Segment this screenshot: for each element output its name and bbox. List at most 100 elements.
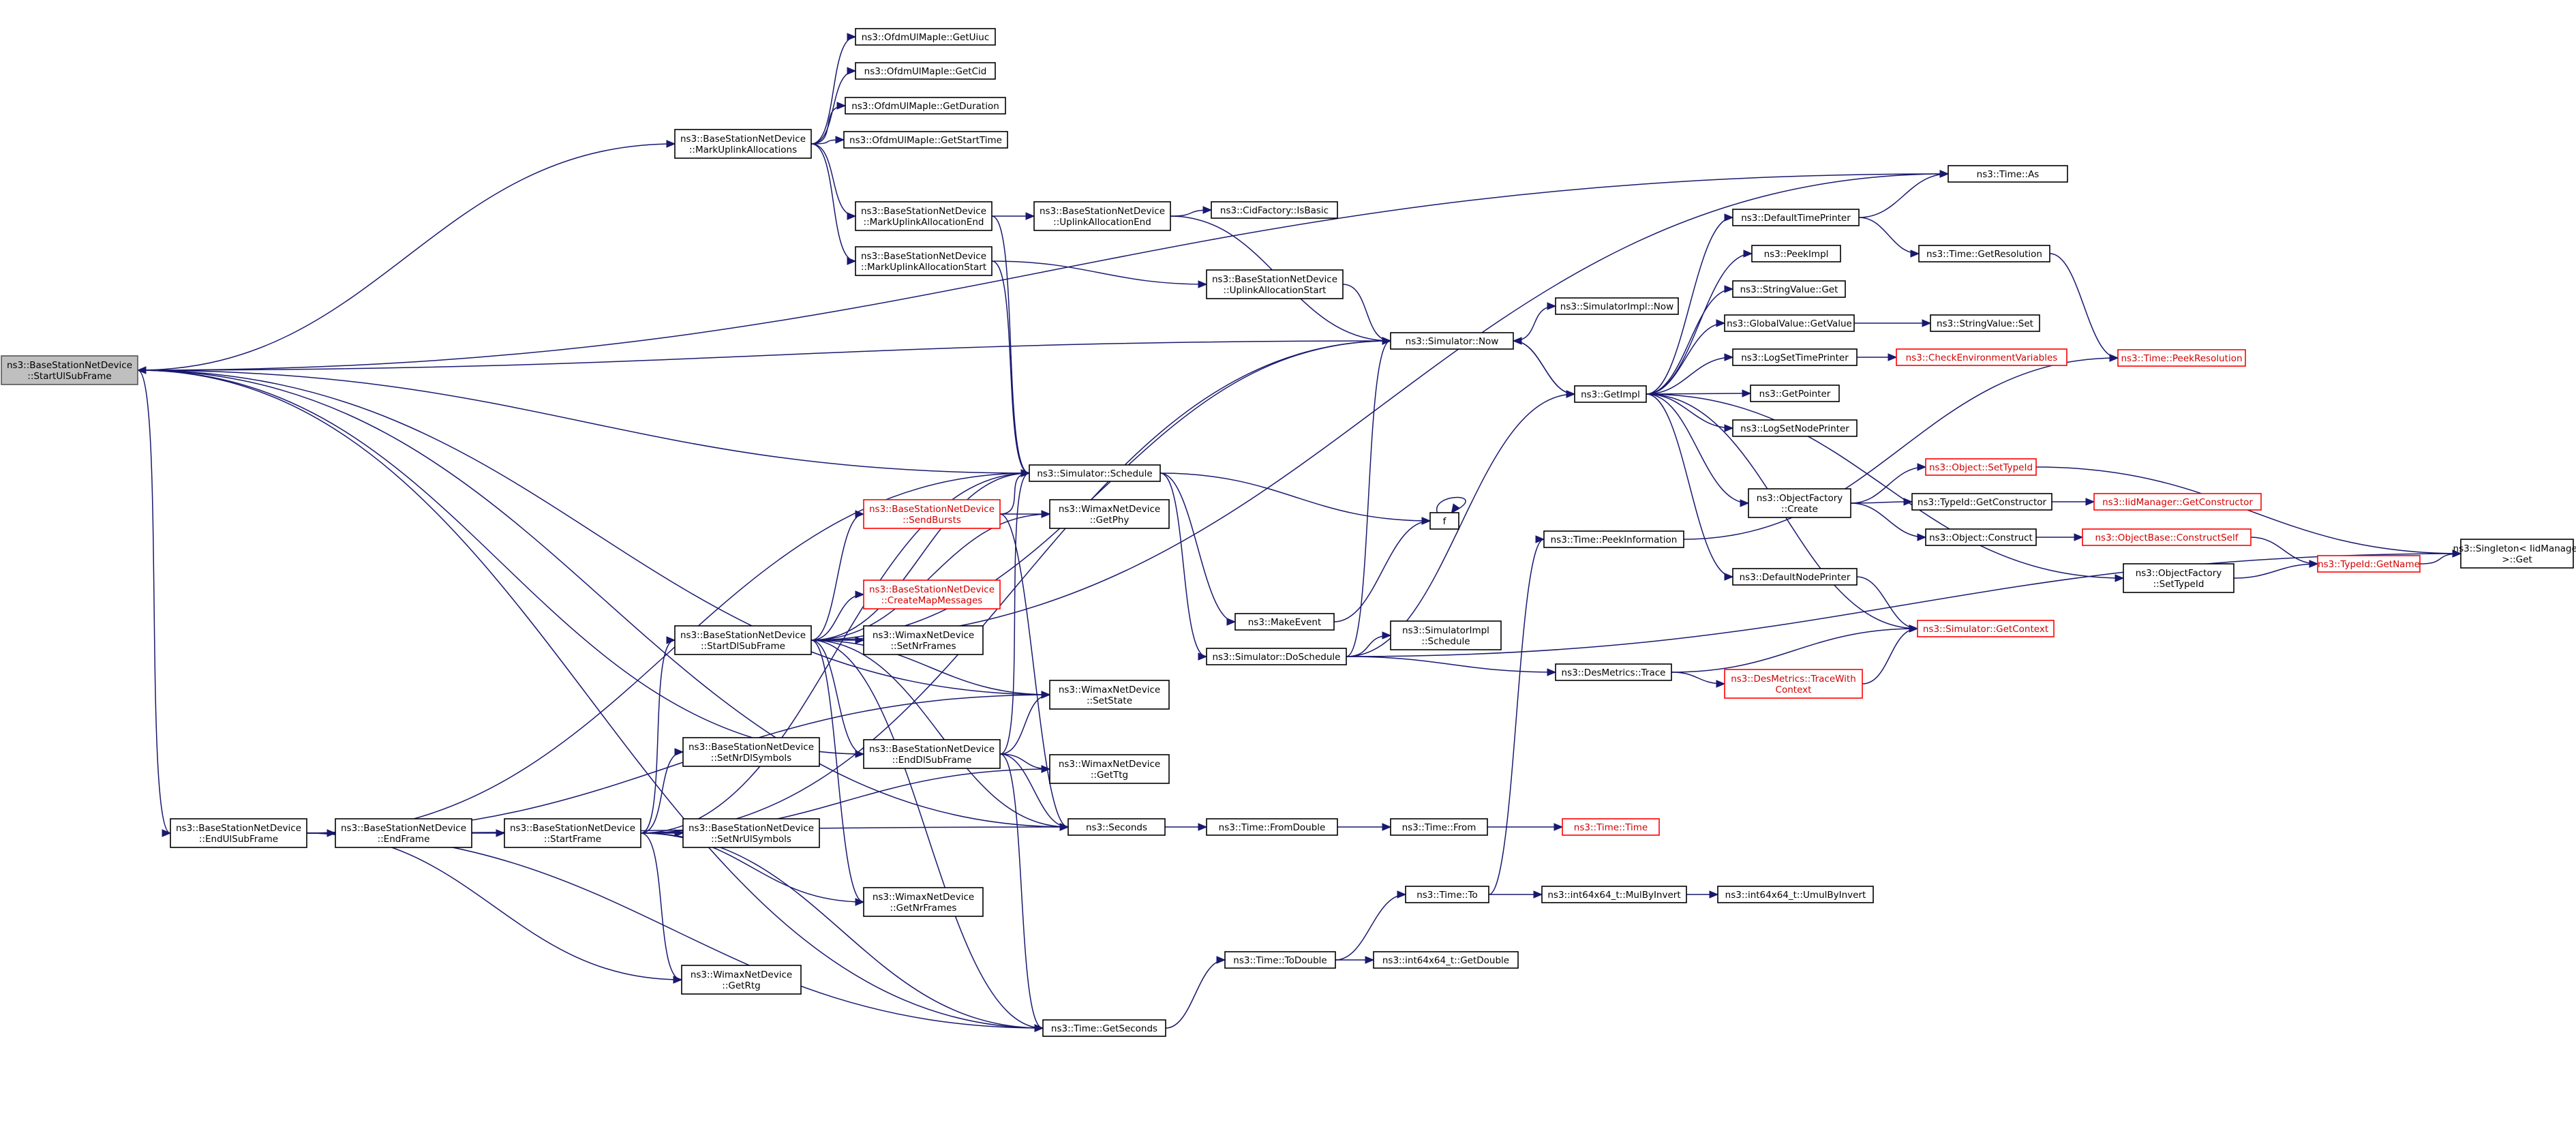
node-mark-ul-start[interactable]: ns3::BaseStationNetDevice::MarkUplinkAll… [855,246,992,276]
node-set-nr-frames[interactable]: ns3::WimaxNetDevice::SetNrFrames [863,625,984,655]
edge-sim-now-to-sim-impl-now [1513,302,1557,342]
node-time-get-res[interactable]: ns3::Time::GetResolution [1918,245,2050,262]
edge-line [137,370,1050,695]
node-get-impl[interactable]: ns3::GetImpl [1574,385,1647,403]
node-get-start-time[interactable]: ns3::OfdmUlMapIe::GetStartTime [843,131,1008,149]
edge-do-schedule-to-sim-impl-sched [1346,631,1392,657]
node-get-rtg[interactable]: ns3::WimaxNetDevice::GetRtg [681,965,802,995]
node-to-double[interactable]: ns3::Time::ToDouble [1224,951,1336,969]
node-seconds[interactable]: ns3::Seconds [1067,818,1166,836]
edge-get-impl-to-log-set-time-printer [1646,353,1734,395]
node-label: ns3::Time::PeekResolution [2121,353,2242,364]
node-sim-get-context[interactable]: ns3::Simulator::GetContext [1917,620,2055,637]
node-end-ul[interactable]: ns3::BaseStationNetDevice::EndUlSubFrame [170,818,307,848]
edge-end-ul-to-get-seconds [306,832,1044,1032]
node-make-event[interactable]: ns3::MakeEvent [1234,613,1335,631]
node-get-pointer[interactable]: ns3::GetPointer [1750,385,1840,402]
arrow-head-icon [1451,503,1460,514]
node-time-to[interactable]: ns3::Time::To [1405,886,1489,903]
arrow-head-icon [162,829,172,837]
node-get-cid[interactable]: ns3::OfdmUlMapIe::GetCid [855,62,996,80]
node-iid-get-ctor[interactable]: ns3::IidManager::GetConstructor [2093,493,2262,511]
node-obj-base-construct-self[interactable]: ns3::ObjectBase::ConstructSelf [2082,528,2252,546]
node-sim-schedule[interactable]: ns3::Simulator::Schedule [1029,464,1161,482]
node-obj-fact-create[interactable]: ns3::ObjectFactory::Create [1748,488,1851,518]
node-singleton-get[interactable]: ns3::Singleton< IidManager>::Get [2453,539,2576,569]
node-def-node-printer[interactable]: ns3::DefaultNodePrinter [1732,568,1858,586]
node-ul-alloc-end[interactable]: ns3::BaseStationNetDevice::UplinkAllocat… [1033,201,1171,231]
node-create-map[interactable]: ns3::BaseStationNetDevice::CreateMapMess… [863,579,1001,609]
node-type-id-get-ctor[interactable]: ns3::TypeId::GetConstructor [1911,493,2052,511]
node-get-nr-frames[interactable]: ns3::WimaxNetDevice::GetNrFrames [863,887,984,917]
node-obj-construct[interactable]: ns3::Object::Construct [1925,528,2037,546]
edge-line [640,832,864,903]
node-label: ::GetRtg [722,980,760,991]
node-check-env[interactable]: ns3::CheckEnvironmentVariables [1896,348,2067,366]
node-time-from[interactable]: ns3::Time::From [1390,818,1488,836]
node-get-phy[interactable]: ns3::WimaxNetDevice::GetPhy [1049,499,1170,529]
node-end-frame[interactable]: ns3::BaseStationNetDevice::EndFrame [335,818,472,848]
node-mark-ul[interactable]: ns3::BaseStationNetDevice::MarkUplinkAll… [674,129,812,159]
node-box [1543,530,1684,548]
node-time-time[interactable]: ns3::Time::Time [1562,818,1660,836]
arrow-head-icon [1202,206,1213,214]
node-sim-now[interactable]: ns3::Simulator::Now [1390,332,1514,350]
arrow-head-icon [2109,354,2119,362]
arrow-head-icon [1512,337,1522,345]
node-box [855,246,992,276]
node-set-nr-ul-sym[interactable]: ns3::BaseStationNetDevice::SetNrUlSymbol… [682,818,820,848]
node-get-double[interactable]: ns3::int64x64_t::GetDouble [1373,951,1519,969]
node-box [1724,669,1863,699]
node-type-id-get-name[interactable]: ns3::TypeId::GetName [2317,555,2421,573]
node-start-frame[interactable]: ns3::BaseStationNetDevice::StartFrame [504,818,641,848]
node-mul-by-invert[interactable]: ns3::int64x64_t::MulByInvert [1541,886,1687,903]
edge-root-to-sim-schedule [137,370,1031,477]
node-ul-alloc-start[interactable]: ns3::BaseStationNetDevice::UplinkAllocat… [1206,269,1344,299]
edge-line [1646,393,1749,504]
node-obj-fact-set-type-id[interactable]: ns3::ObjectFactory::SetTypeId [2123,563,2234,593]
node-mark-ul-end[interactable]: ns3::BaseStationNetDevice::MarkUplinkAll… [855,201,992,231]
node-end-dl[interactable]: ns3::BaseStationNetDevice::EndDlSubFrame [863,739,1001,769]
node-box [855,62,996,80]
node-sim-impl-now[interactable]: ns3::SimulatorImpl::Now [1555,297,1679,315]
edge-time-to-to-mul-by-invert [1489,890,1543,899]
node-root[interactable]: ns3::BaseStationNetDevice::StartUlSubFra… [1,355,138,385]
node-des-trace[interactable]: ns3::DesMetrics::Trace [1555,663,1672,681]
node-get-uiuc[interactable]: ns3::OfdmUlMapIe::GetUiuc [855,28,996,46]
node-global-val-get[interactable]: ns3::GlobalValue::GetValue [1724,314,1855,332]
node-get-duration[interactable]: ns3::OfdmUlMapIe::GetDuration [845,97,1006,115]
node-label: ns3::Time::To [1416,890,1478,901]
node-cid-is-basic[interactable]: ns3::CidFactory::IsBasic [1211,201,1338,219]
node-set-state[interactable]: ns3::WimaxNetDevice::SetState [1049,680,1170,710]
node-str-val-set[interactable]: ns3::StringValue::Set [1930,314,2040,332]
node-time-peek-res[interactable]: ns3::Time::PeekResolution [2117,349,2246,367]
node-time-as[interactable]: ns3::Time::As [1948,165,2068,183]
node-set-nr-dl-sym[interactable]: ns3::BaseStationNetDevice::SetNrDlSymbol… [682,737,820,767]
node-do-schedule[interactable]: ns3::Simulator::DoSchedule [1206,648,1347,665]
node-str-val-get[interactable]: ns3::StringValue::Get [1732,280,1846,298]
node-time-peek-info[interactable]: ns3::Time::PeekInformation [1543,530,1684,548]
node-log-set-node-printer[interactable]: ns3::LogSetNodePrinter [1732,419,1858,437]
edge-line [1683,357,2119,540]
node-def-time-printer[interactable]: ns3::DefaultTimePrinter [1732,209,1860,226]
node-log-set-time-printer[interactable]: ns3::LogSetTimePrinter [1732,348,1858,366]
node-umul-by-invert[interactable]: ns3::int64x64_t::UmulByInvert [1717,886,1874,903]
node-from-double[interactable]: ns3::Time::FromDouble [1206,818,1338,836]
node-get-seconds[interactable]: ns3::Time::GetSeconds [1042,1019,1166,1037]
node-label: ns3::WimaxNetDevice [1059,504,1160,515]
edge-time-to-to-time-peek-info [1488,535,1545,895]
node-label: ns3::BaseStationNetDevice [680,630,806,641]
node-sim-impl-sched[interactable]: ns3::SimulatorImpl::Schedule [1390,620,1502,650]
arrow-head-icon [1709,890,1719,899]
node-peek-impl[interactable]: ns3::PeekImpl [1751,245,1841,262]
node-get-ttg[interactable]: ns3::WimaxNetDevice::GetTtg [1049,754,1170,784]
node-start-dl[interactable]: ns3::BaseStationNetDevice::StartDlSubFra… [674,625,812,655]
node-label: ns3::MakeEvent [1248,617,1322,628]
node-f-node[interactable]: f [1429,512,1459,530]
node-label: ns3::GlobalValue::GetValue [1727,318,1852,329]
node-obj-set-type-id[interactable]: ns3::Object::SetTypeId [1925,458,2037,476]
edge-to-double-to-get-double [1335,956,1375,964]
node-send-bursts[interactable]: ns3::BaseStationNetDevice::SendBursts [863,499,1001,529]
edge-line [810,513,1050,641]
